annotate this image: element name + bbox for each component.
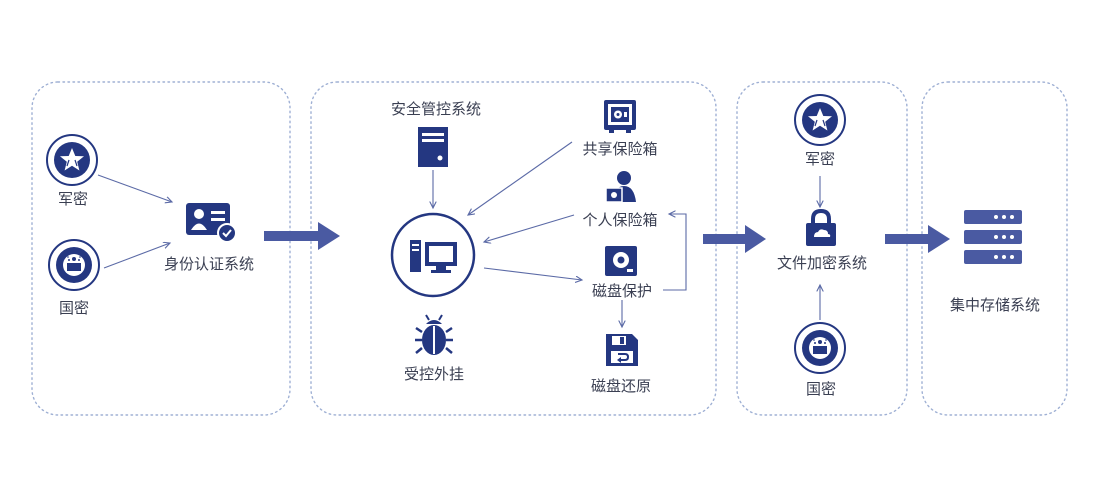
connector-personal-safe-to-pc [484, 214, 575, 242]
flow-arrow-3 [885, 225, 950, 253]
computer-icon [390, 212, 476, 298]
connector-junmi-to-auth [97, 174, 172, 202]
label-disk-restore: 磁盘还原 [590, 377, 652, 395]
label-identity-auth: 身份认证系统 [163, 255, 255, 273]
user-safe-icon [605, 171, 636, 203]
label-controlled-peripheral: 受控外挂 [403, 365, 465, 383]
label-shared-safe: 共享保险箱 [582, 140, 658, 158]
connector-guomi-to-auth [103, 243, 170, 269]
connector-shared-safe-to-pc [468, 141, 573, 215]
storage-server-icon [964, 210, 1022, 264]
disk-restore-icon [606, 334, 638, 366]
label-junmi-2: 军密 [804, 150, 836, 168]
flow-arrow-2 [703, 225, 766, 253]
label-central-storage: 集中存储系统 [949, 296, 1041, 314]
connector-protect-loop [663, 214, 687, 291]
bug-icon [415, 314, 453, 355]
panel-identity [31, 81, 291, 416]
id-card-check-icon [186, 203, 237, 243]
label-file-encryption: 文件加密系统 [776, 254, 868, 272]
server-tower-icon [418, 127, 448, 167]
disk-protect-icon [605, 246, 637, 276]
star-badge-icon [46, 134, 98, 186]
cloud-lock-icon [806, 208, 836, 246]
flow-arrow-1 [264, 222, 340, 250]
label-guomi-2: 国密 [805, 380, 837, 398]
label-security-control: 安全管控系统 [390, 100, 482, 118]
safe-box-icon [604, 100, 636, 133]
panel-control [310, 81, 717, 416]
national-emblem-icon [794, 322, 846, 374]
label-disk-protect: 磁盘保护 [591, 282, 653, 300]
label-personal-safe: 个人保险箱 [582, 211, 658, 229]
national-emblem-icon [48, 239, 100, 291]
label-junmi: 军密 [57, 190, 89, 208]
star-badge-icon [794, 94, 846, 146]
connector-pc-to-disk-protect [483, 267, 582, 280]
label-guomi: 国密 [58, 299, 90, 317]
panel-storage [921, 81, 1068, 416]
